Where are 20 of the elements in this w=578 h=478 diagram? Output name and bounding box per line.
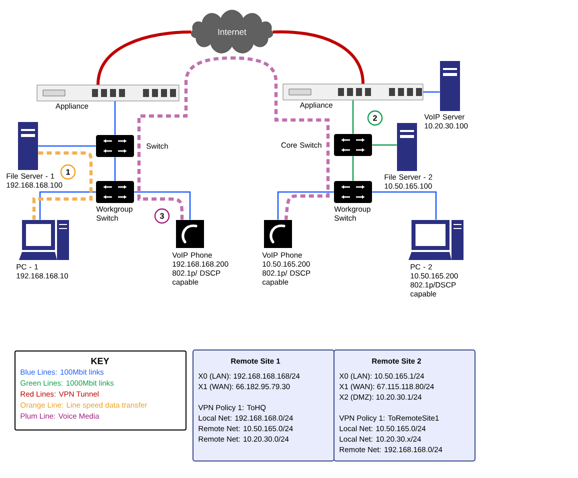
link-line xyxy=(114,101,116,135)
tunnel-line xyxy=(96,30,192,85)
link-line xyxy=(372,144,397,146)
cloud: Internet xyxy=(190,10,274,54)
link-line xyxy=(352,100,354,134)
link-line xyxy=(352,156,354,181)
traffic-path xyxy=(32,151,93,220)
callout-number: 1 xyxy=(60,164,76,180)
callout-number: 2 xyxy=(367,110,383,126)
tunnel-line xyxy=(272,30,364,84)
link-line xyxy=(39,191,96,220)
link-line xyxy=(114,157,116,181)
link-line xyxy=(277,191,334,220)
link-line xyxy=(38,145,96,147)
traffic-path xyxy=(137,56,330,220)
link-line xyxy=(423,91,440,93)
link-line xyxy=(134,191,191,220)
key-heading: KEY xyxy=(91,358,110,364)
callout-number: 3 xyxy=(154,208,170,224)
link-line xyxy=(372,191,437,220)
